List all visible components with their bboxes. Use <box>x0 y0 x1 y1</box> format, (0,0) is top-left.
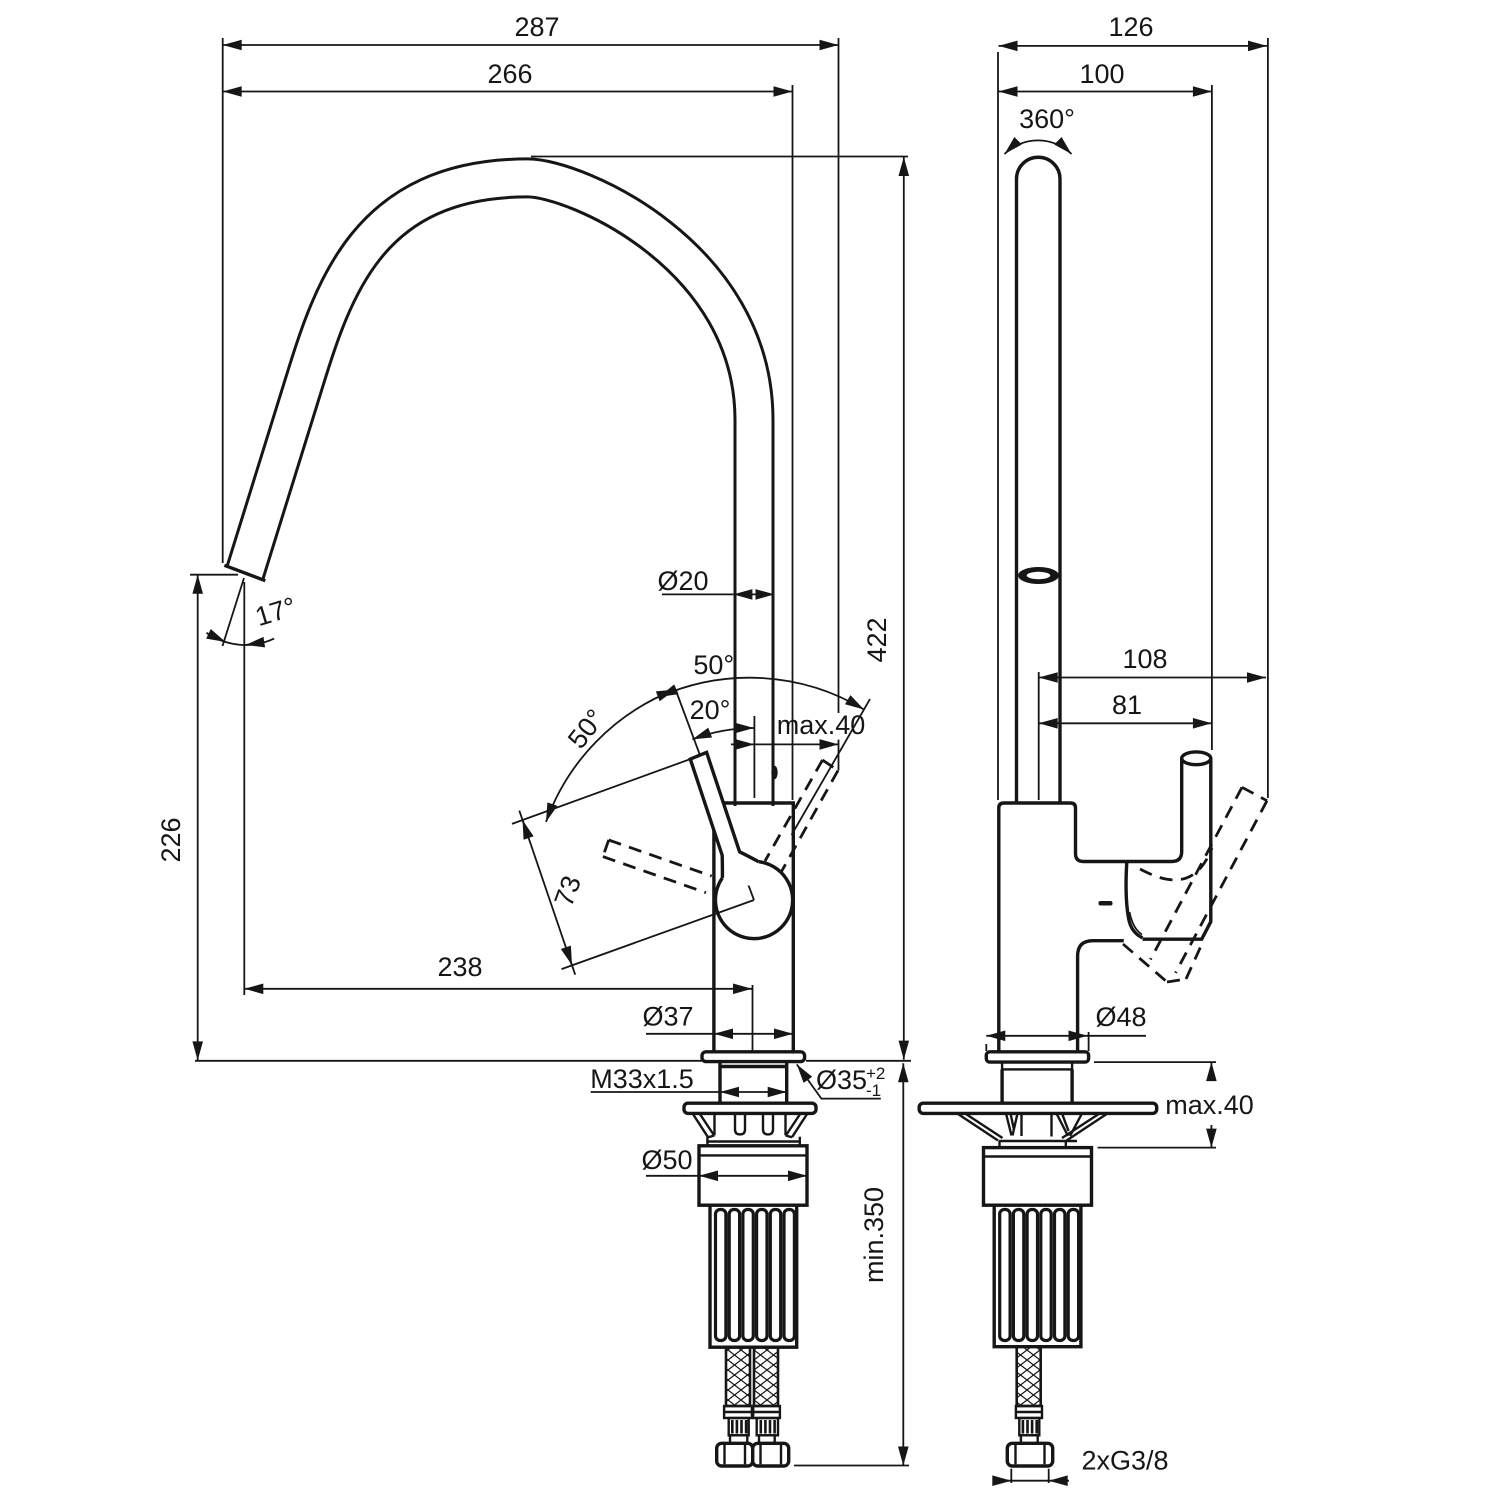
svg-text:Ø37: Ø37 <box>642 1002 693 1032</box>
svg-text:422: 422 <box>862 617 892 662</box>
svg-text:M33x1.5: M33x1.5 <box>590 1064 694 1094</box>
svg-text:max.40: max.40 <box>1165 1090 1254 1120</box>
svg-text:max.40: max.40 <box>777 710 866 740</box>
svg-text:126: 126 <box>1108 12 1153 42</box>
svg-text:238: 238 <box>437 952 482 982</box>
svg-text:50°: 50° <box>693 650 734 680</box>
svg-text:Ø50: Ø50 <box>641 1145 692 1175</box>
svg-text:-1: -1 <box>866 1081 881 1100</box>
svg-text:min.350: min.350 <box>859 1187 889 1283</box>
svg-text:360°: 360° <box>1019 104 1075 134</box>
svg-text:100: 100 <box>1079 59 1124 89</box>
svg-text:Ø35: Ø35 <box>816 1065 867 1095</box>
svg-text:108: 108 <box>1122 644 1167 674</box>
svg-text:2xG3/8: 2xG3/8 <box>1081 1446 1168 1476</box>
svg-text:20°: 20° <box>690 695 731 725</box>
svg-text:Ø20: Ø20 <box>657 566 708 596</box>
svg-text:81: 81 <box>1112 690 1142 720</box>
svg-text:+2: +2 <box>866 1064 885 1083</box>
svg-text:266: 266 <box>487 59 532 89</box>
svg-text:287: 287 <box>514 12 559 42</box>
svg-text:Ø48: Ø48 <box>1095 1002 1146 1032</box>
svg-text:226: 226 <box>156 817 186 862</box>
